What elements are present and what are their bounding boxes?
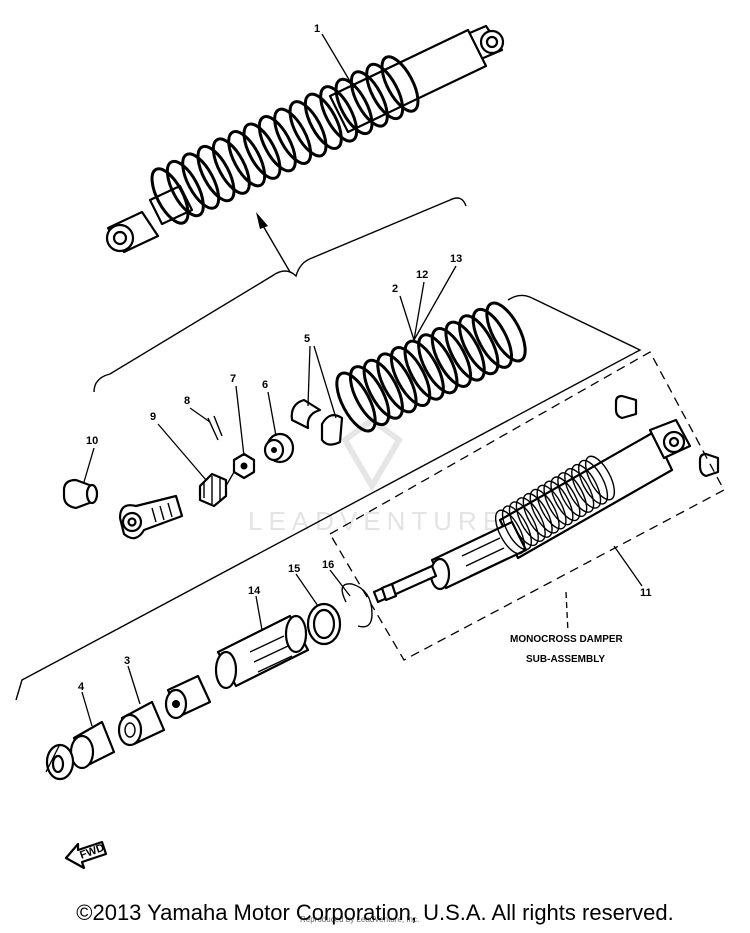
callout-2: 2 <box>392 283 398 295</box>
spring2-turn <box>403 339 445 401</box>
spring2-turn <box>444 320 486 382</box>
callout-3: 3 <box>124 655 130 667</box>
boot-turn <box>571 463 602 509</box>
boot-turn <box>522 492 553 538</box>
shock-absorber-assembly <box>105 24 505 254</box>
spring-2 <box>335 301 527 433</box>
spring1-turn <box>181 152 221 210</box>
rod-end <box>118 494 184 540</box>
boot-turn <box>501 505 532 551</box>
boot-turn <box>557 472 588 518</box>
spring-seat <box>290 398 344 446</box>
exploded-frame <box>15 297 642 701</box>
washer <box>45 743 75 781</box>
spring-1 <box>150 55 420 225</box>
boot-turn <box>494 509 526 555</box>
callout-14: 14 <box>248 585 261 597</box>
spring1-turn <box>227 130 267 188</box>
callout-16: 16 <box>322 559 334 571</box>
fwd-arrow: FWD <box>64 840 108 870</box>
spring2-turn <box>430 327 473 388</box>
copyright: ©2013 Yamaha Motor Corporation, U.S.A. A… <box>76 900 674 925</box>
callouts: 1 2 12 13 5 6 7 8 9 10 11 14 15 16 3 4 <box>78 23 652 693</box>
spring1-turn <box>319 85 359 143</box>
spring1-turn <box>288 100 328 158</box>
callout-12: 12 <box>416 269 428 281</box>
castle-nut <box>198 472 228 508</box>
callout-15: 15 <box>288 563 300 575</box>
sleeve <box>214 614 310 690</box>
boot-turn <box>508 501 539 547</box>
spring2-turn <box>417 333 459 395</box>
assembly-label: MONOCROSS DAMPER SUB-ASSEMBLY <box>510 634 624 665</box>
spring2-turn <box>458 314 500 376</box>
ring <box>306 602 342 646</box>
spring1-turn <box>165 159 205 218</box>
watermark: LEADVENTURE <box>248 416 506 536</box>
spring1-turn <box>257 115 297 173</box>
circlip <box>341 583 373 628</box>
spring2-turn <box>389 346 432 407</box>
spring1-turn <box>150 167 190 225</box>
boot-turn <box>584 455 616 501</box>
leader-lines <box>45 33 643 773</box>
spring2-turn <box>376 352 418 414</box>
spring1-turn <box>196 144 236 203</box>
callout-8: 8 <box>184 395 190 407</box>
cushion <box>117 700 166 747</box>
callout-11: 11 <box>640 587 652 599</box>
svg-text:MONOCROSS DAMPER: MONOCROSS DAMPER <box>510 634 624 645</box>
spring1-turn <box>365 62 405 121</box>
bushing-top <box>62 478 99 510</box>
spring1-turn <box>334 77 374 136</box>
spring2-turn <box>348 365 391 427</box>
callout-10: 10 <box>86 435 98 447</box>
nut <box>232 452 256 480</box>
callout-4: 4 <box>78 681 85 693</box>
boot-turn <box>529 488 560 534</box>
boot-turn <box>515 497 546 542</box>
spring1-turn <box>380 55 420 113</box>
boot-turn <box>578 459 609 505</box>
credit: Reproduced by LeadVenture, Inc. <box>300 915 419 924</box>
callout-7: 7 <box>230 373 236 385</box>
monocross-damper <box>372 394 720 604</box>
rubber-boot <box>494 455 616 555</box>
sub-assembly-box <box>329 351 725 661</box>
svg-text:LEADVENTURE: LEADVENTURE <box>248 506 506 536</box>
spring1-turn <box>242 122 282 180</box>
callout-9: 9 <box>150 411 156 423</box>
boot-turn <box>543 480 574 526</box>
callout-13: 13 <box>450 253 462 265</box>
svg-text:SUB-ASSEMBLY: SUB-ASSEMBLY <box>526 654 605 665</box>
spring2-turn <box>471 307 514 369</box>
boot-turn <box>550 476 581 522</box>
boot-turn <box>564 468 595 513</box>
spring2-turn <box>335 371 377 433</box>
stopper <box>69 720 116 770</box>
callout-6: 6 <box>262 379 268 391</box>
spring1-turn <box>211 137 251 195</box>
spring1-turn <box>349 70 389 128</box>
callout-1: 1 <box>314 23 320 35</box>
spring2-turn <box>485 301 527 363</box>
collar <box>263 432 295 464</box>
spring2-turn <box>362 358 404 420</box>
callout-5: 5 <box>304 333 310 345</box>
assembly-bracket <box>93 197 467 393</box>
bump-stop <box>164 674 212 720</box>
spring1-turn <box>273 107 313 165</box>
cotter-pin <box>207 415 223 441</box>
boot-turn <box>536 484 567 530</box>
spring1-turn <box>303 92 343 150</box>
arrow-head <box>256 212 268 229</box>
